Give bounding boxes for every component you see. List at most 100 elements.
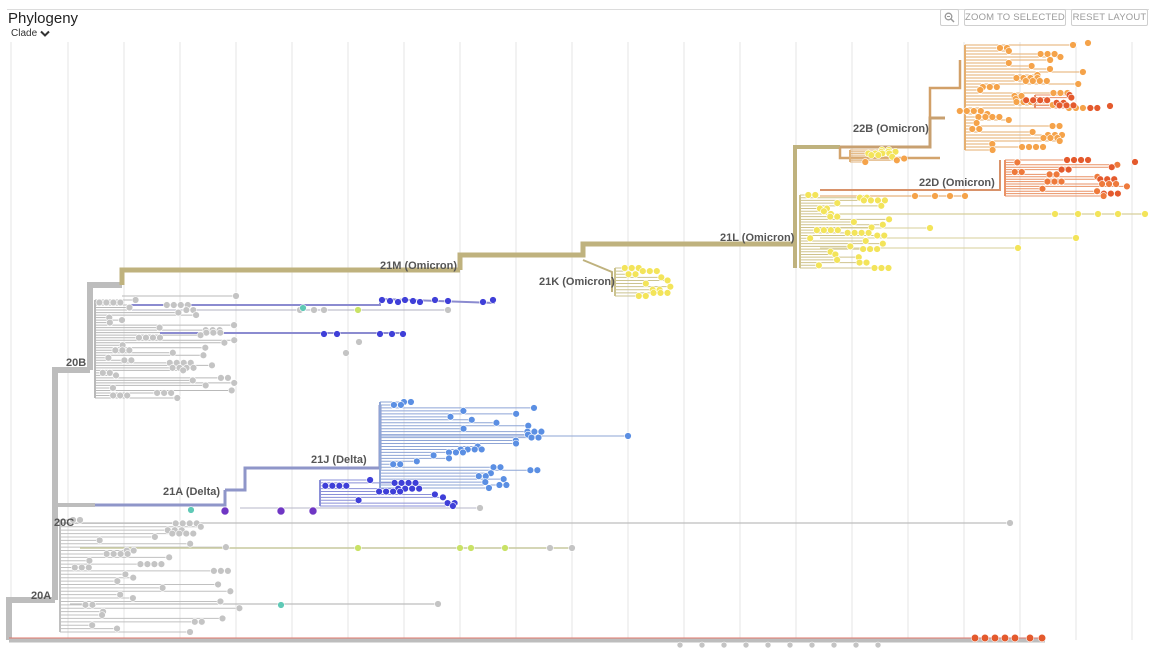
- tip-node[interactable]: [1043, 77, 1051, 85]
- tip-node[interactable]: [653, 267, 661, 275]
- tip-node[interactable]: [1079, 104, 1087, 112]
- tip-node[interactable]: [867, 196, 875, 205]
- tip-node[interactable]: [434, 600, 442, 608]
- tip-node[interactable]: [860, 196, 868, 205]
- tip-node[interactable]: [1005, 47, 1013, 55]
- tip-node[interactable]: [1084, 156, 1092, 164]
- tip-node[interactable]: [335, 482, 344, 490]
- tip-node[interactable]: [981, 113, 990, 121]
- tip-node[interactable]: [121, 570, 130, 579]
- tip-node[interactable]: [78, 563, 86, 572]
- tip-node[interactable]: [1057, 177, 1066, 186]
- tip-node[interactable]: [408, 484, 416, 493]
- tip-node[interactable]: [342, 349, 350, 357]
- tip-node[interactable]: [846, 242, 854, 251]
- tip-node[interactable]: [127, 356, 136, 365]
- tip-node[interactable]: [698, 641, 706, 649]
- tip-node[interactable]: [397, 401, 405, 409]
- tip-node[interactable]: [308, 506, 318, 516]
- tip-node[interactable]: [390, 401, 398, 409]
- tip-node[interactable]: [631, 270, 640, 278]
- tip-node[interactable]: [861, 237, 870, 245]
- tip-node[interactable]: [646, 267, 654, 275]
- tip-node[interactable]: [1114, 210, 1122, 218]
- tip-node[interactable]: [1043, 177, 1052, 186]
- tip-node[interactable]: [1067, 93, 1076, 102]
- tip-node[interactable]: [786, 641, 794, 649]
- tip-node[interactable]: [232, 292, 240, 300]
- tip-node[interactable]: [624, 432, 632, 440]
- tip-node[interactable]: [639, 267, 647, 275]
- tip-node[interactable]: [1062, 101, 1071, 110]
- tip-node[interactable]: [168, 364, 177, 372]
- tip-node[interactable]: [415, 484, 423, 493]
- tip-node[interactable]: [1056, 137, 1064, 145]
- tip-node[interactable]: [512, 439, 520, 448]
- tip-node[interactable]: [230, 336, 238, 344]
- tip-node[interactable]: [804, 191, 812, 199]
- tip-node[interactable]: [880, 231, 888, 240]
- tip-node[interactable]: [502, 481, 511, 489]
- tip-node[interactable]: [216, 597, 225, 606]
- tip-node[interactable]: [534, 433, 543, 442]
- tip-node[interactable]: [1036, 50, 1045, 58]
- tip-node[interactable]: [1079, 68, 1087, 76]
- tip-node[interactable]: [116, 298, 125, 307]
- tip-node[interactable]: [95, 298, 104, 307]
- tip-node[interactable]: [171, 519, 180, 528]
- tip-node[interactable]: [806, 234, 814, 242]
- tip-node[interactable]: [189, 529, 197, 538]
- tip-node[interactable]: [884, 264, 893, 272]
- tip-node[interactable]: [445, 454, 453, 463]
- tip-node[interactable]: [333, 330, 341, 338]
- tip-node[interactable]: [149, 333, 157, 342]
- tip-node[interactable]: [230, 379, 238, 387]
- tip-node[interactable]: [409, 297, 417, 305]
- tip-node[interactable]: [118, 316, 126, 324]
- tip-node[interactable]: [1046, 65, 1054, 73]
- tip-node[interactable]: [1032, 143, 1040, 151]
- tip-node[interactable]: [389, 460, 397, 468]
- tip-node[interactable]: [201, 344, 209, 352]
- tip-node[interactable]: [277, 601, 285, 609]
- tip-node[interactable]: [151, 533, 159, 541]
- tip-node[interactable]: [986, 83, 994, 91]
- tip-node[interactable]: [1108, 163, 1116, 171]
- tip-node[interactable]: [182, 306, 191, 314]
- tip-node[interactable]: [111, 346, 120, 354]
- zoom-to-selected-button[interactable]: ZOOM TO SELECTED: [964, 9, 1066, 26]
- tip-node[interactable]: [88, 601, 97, 609]
- tip-node[interactable]: [815, 261, 823, 269]
- tip-node[interactable]: [512, 410, 520, 418]
- tip-node[interactable]: [216, 328, 225, 337]
- tip-node[interactable]: [394, 298, 402, 306]
- tip-node[interactable]: [178, 519, 187, 528]
- tip-node[interactable]: [85, 557, 94, 565]
- tip-node[interactable]: [378, 296, 386, 304]
- tip-node[interactable]: [1084, 39, 1092, 47]
- tip-node[interactable]: [1000, 633, 1010, 643]
- tip-node[interactable]: [1070, 156, 1078, 164]
- tip-node[interactable]: [320, 330, 328, 338]
- tip-node[interactable]: [1005, 59, 1013, 67]
- tip-node[interactable]: [861, 158, 869, 166]
- tip-node[interactable]: [1028, 128, 1037, 136]
- tip-node[interactable]: [628, 264, 636, 272]
- tip-node[interactable]: [201, 381, 210, 390]
- tip-node[interactable]: [833, 256, 841, 264]
- tip-node[interactable]: [879, 221, 887, 229]
- tip-node[interactable]: [1036, 96, 1044, 104]
- tip-node[interactable]: [720, 641, 728, 649]
- tip-node[interactable]: [468, 416, 476, 424]
- tip-node[interactable]: [220, 339, 229, 347]
- tip-node[interactable]: [1012, 98, 1021, 106]
- zoom-icon-button[interactable]: [940, 9, 959, 26]
- tip-node[interactable]: [354, 544, 362, 552]
- tip-node[interactable]: [1131, 158, 1139, 166]
- tip-node[interactable]: [970, 633, 980, 643]
- tip-node[interactable]: [1046, 56, 1054, 64]
- tip-node[interactable]: [1005, 116, 1013, 124]
- tip-node[interactable]: [1025, 143, 1033, 151]
- tip-node[interactable]: [129, 546, 138, 555]
- tip-node[interactable]: [911, 192, 919, 200]
